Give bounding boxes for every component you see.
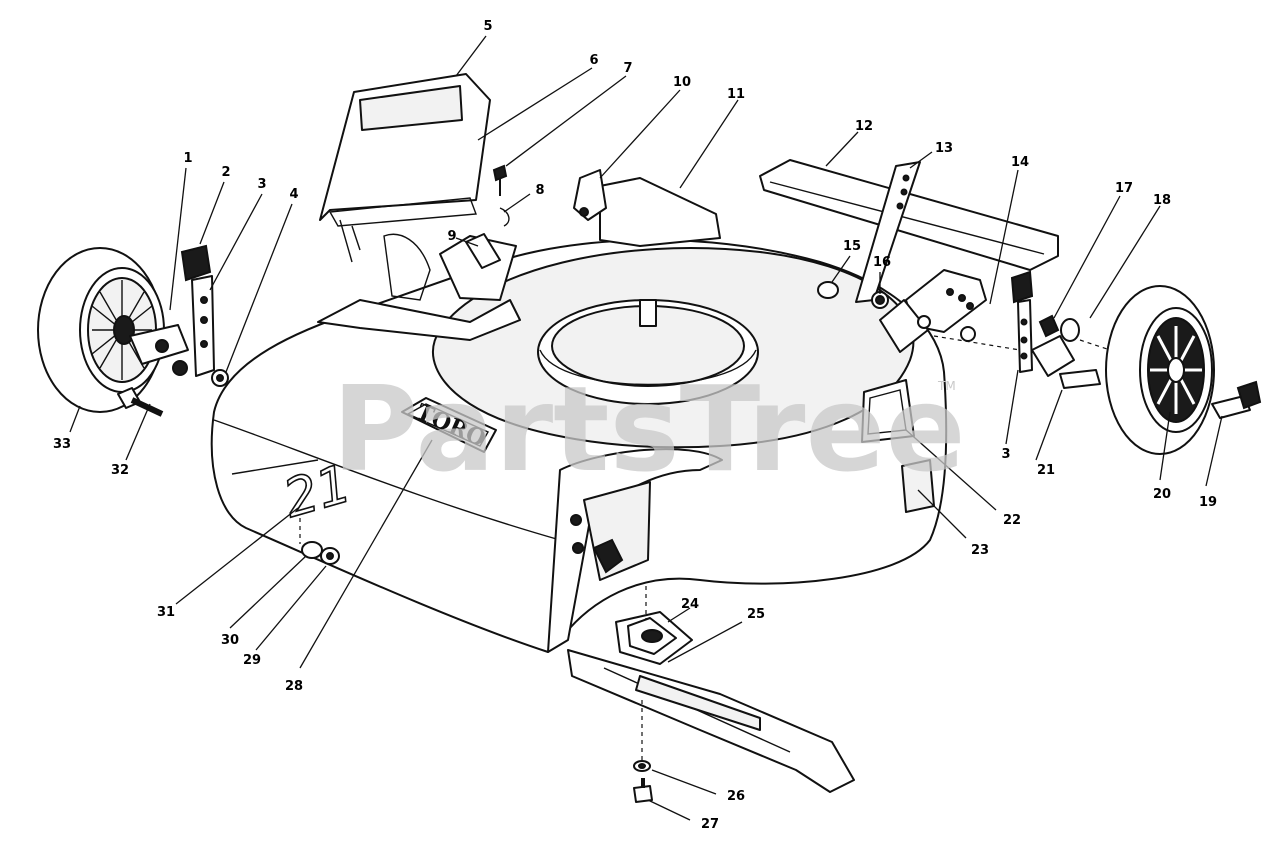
flap-hardware: [465, 164, 510, 269]
callout-12: 12: [855, 119, 873, 134]
callout-labels: 1 2 3 4 5 6 7 8 9 10 11 12 13 14 15 16 1…: [53, 19, 1217, 832]
height-adjust-right: [1010, 270, 1034, 373]
callout-29: 29: [243, 653, 261, 668]
callout-10: 10: [673, 75, 691, 90]
axle-bracket-left: [129, 324, 189, 365]
callout-23: 23: [971, 543, 989, 558]
callout-19: 19: [1199, 495, 1217, 510]
callout-3-right: 3: [1001, 447, 1010, 462]
callout-6: 6: [589, 53, 598, 68]
rear-axle-bar: [759, 159, 1059, 271]
callout-20: 20: [1153, 487, 1171, 502]
callout-22: 22: [1003, 513, 1021, 528]
mower-deck: [210, 169, 948, 653]
callout-9: 9: [447, 229, 456, 244]
callout-5: 5: [483, 19, 492, 34]
rear-pivot-bracket: [817, 269, 1021, 353]
cutting-blade: [567, 649, 855, 793]
callout-2: 2: [221, 165, 230, 180]
callout-27: 27: [701, 817, 719, 832]
callout-14: 14: [1011, 155, 1029, 170]
callout-1: 1: [183, 151, 192, 166]
callout-31: 31: [157, 605, 175, 620]
leader-lines: [69, 35, 1223, 821]
callout-25: 25: [747, 607, 765, 622]
blade-adapter: [615, 586, 693, 665]
watermark-trademark: TM: [937, 379, 956, 393]
callout-18: 18: [1153, 193, 1171, 208]
deck-small-hardware: [299, 518, 340, 565]
callout-33: 33: [53, 437, 71, 452]
callout-32: 32: [111, 463, 129, 478]
callout-28: 28: [285, 679, 303, 694]
callout-16: 16: [873, 255, 891, 270]
callout-26: 26: [727, 789, 745, 804]
watermark-text: PartsTree: [332, 360, 966, 498]
callout-11: 11: [727, 87, 745, 102]
callout-15: 15: [843, 239, 861, 254]
right-wheel: [1105, 285, 1215, 455]
callout-7: 7: [623, 61, 632, 76]
blade-bolt: [633, 700, 653, 803]
callout-17: 17: [1115, 181, 1133, 196]
height-adjust-left: [172, 244, 229, 387]
callout-13: 13: [935, 141, 953, 156]
callout-24: 24: [681, 597, 699, 612]
rear-flap: [319, 73, 491, 263]
callout-21: 21: [1037, 463, 1055, 478]
callout-4: 4: [289, 187, 298, 202]
callout-3: 3: [257, 177, 266, 192]
left-wheel: [37, 247, 165, 413]
callout-8: 8: [535, 183, 544, 198]
right-wheel-hardware: [1031, 314, 1262, 419]
callout-30: 30: [221, 633, 239, 648]
bolt-left-wheel: [117, 387, 164, 417]
